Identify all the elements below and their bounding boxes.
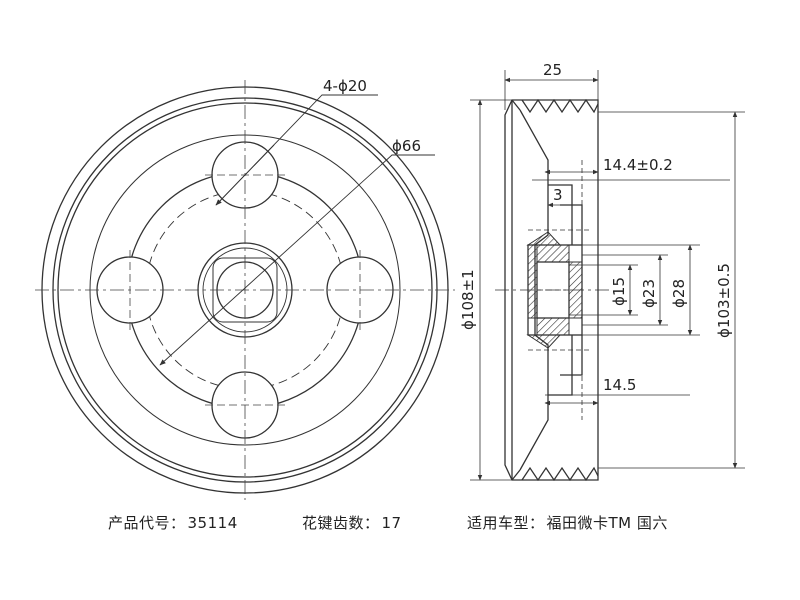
bore-depth-dimension: 14.5: [603, 376, 636, 394]
groove-bottom: [521, 466, 599, 482]
vehicle-model-value: 福田微卡TM 国六: [546, 514, 668, 532]
rim-circle-3: [57, 102, 433, 478]
holes-dimension: 4-ϕ20: [323, 77, 367, 95]
boss-inner-dimension: ϕ23: [640, 279, 658, 308]
outer-diameter-dimension: ϕ108±1: [459, 269, 477, 330]
width-dimension: 25: [543, 61, 562, 79]
product-code-caption: 产品代号：35114: [108, 512, 238, 536]
front-view: [35, 80, 455, 500]
bore-dimension: ϕ15: [610, 277, 628, 306]
spline-teeth-caption: 花键齿数：17: [302, 512, 402, 536]
spline-teeth-value: 17: [381, 514, 402, 532]
boss-outer-dimension: ϕ28: [670, 279, 688, 308]
product-code-value: 35114: [187, 514, 238, 532]
product-code-label: 产品代号：: [108, 514, 186, 532]
groove-top: [521, 98, 599, 114]
vehicle-model-caption: 适用车型：福田微卡TM 国六: [467, 512, 668, 536]
bolt-circle-dimension: ϕ66: [392, 137, 421, 155]
front-centerlines: [35, 80, 455, 500]
depth-dimension: 14.4±0.2: [603, 156, 673, 174]
vehicle-model-label: 适用车型：: [467, 514, 545, 532]
front-leaders: [159, 94, 435, 366]
side-dimension-lines: [470, 70, 745, 481]
groove-diameter-dimension: ϕ103±0.5: [715, 263, 733, 338]
step-dimension: 3: [553, 186, 563, 204]
spline-teeth-label: 花键齿数：: [302, 514, 380, 532]
